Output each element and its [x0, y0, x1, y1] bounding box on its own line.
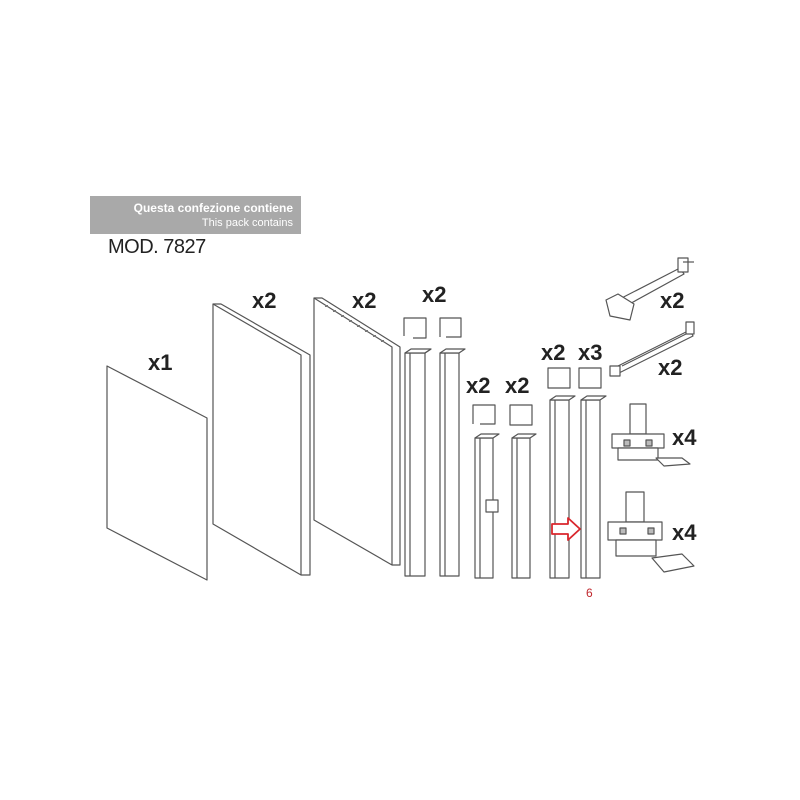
qty-profile-right-a: x2 [541, 340, 566, 365]
qty-panel-slotted: x2 [352, 288, 377, 313]
arm-bracket [605, 257, 694, 321]
reference-number: 6 [586, 586, 593, 600]
qty-corner-connector: x4 [672, 425, 697, 450]
model-number: MOD. 7827 [108, 236, 206, 258]
qty-panel-large: x2 [252, 288, 277, 313]
qty-corner-connector-large: x4 [672, 520, 697, 545]
panel-small [106, 365, 208, 581]
qty-profile-tall: x2 [422, 282, 447, 307]
arrow-icon [551, 517, 581, 541]
qty-tie-rod: x2 [658, 355, 683, 380]
corner-connector [611, 403, 691, 467]
profile-mid [472, 404, 537, 579]
corner-connector-large [607, 491, 695, 573]
panel-large [212, 303, 311, 576]
tie-rod [609, 321, 695, 377]
pack-contents-banner: Questa confezione contiene This pack con… [90, 196, 301, 234]
qty-arm-bracket: x2 [660, 288, 685, 313]
profile-right [547, 367, 607, 579]
qty-profile-mid-a: x2 [466, 373, 491, 398]
profile-tall [403, 317, 466, 577]
banner-subtitle: This pack contains [201, 217, 293, 229]
banner-title: Questa confezione contiene [133, 201, 293, 215]
qty-profile-mid-b: x2 [505, 373, 530, 398]
panel-slotted [313, 297, 401, 566]
qty-profile-right-b: x3 [578, 340, 603, 365]
qty-panel-small: x1 [148, 350, 173, 375]
